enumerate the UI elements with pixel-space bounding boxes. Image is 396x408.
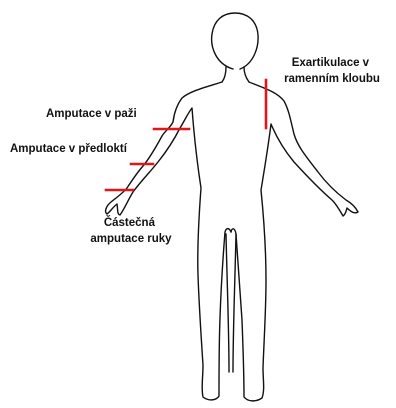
amputation-markers — [106, 80, 266, 190]
label-arm-amputation: Amputace v paži — [46, 108, 137, 120]
label-shoulder-line-1: Exartikulace v — [292, 57, 370, 69]
inner-leg-line — [226, 234, 236, 372]
neck-outline — [222, 67, 249, 82]
label-shoulder-line-2: ramenním kloubu — [284, 73, 380, 85]
label-partial-hand-amputation: Částečná amputace ruky — [90, 216, 172, 245]
head-outline — [212, 13, 258, 69]
label-forearm-amputation: Amputace v předloktí — [10, 143, 128, 155]
label-shoulder-disarticulation: Exartikulace v ramenním kloubu — [284, 57, 380, 85]
label-hand-line-2: amputace ruky — [90, 233, 172, 245]
body-outline — [106, 13, 358, 401]
label-hand-line-1: Částečná — [104, 216, 156, 229]
right-body-outline — [231, 82, 358, 401]
